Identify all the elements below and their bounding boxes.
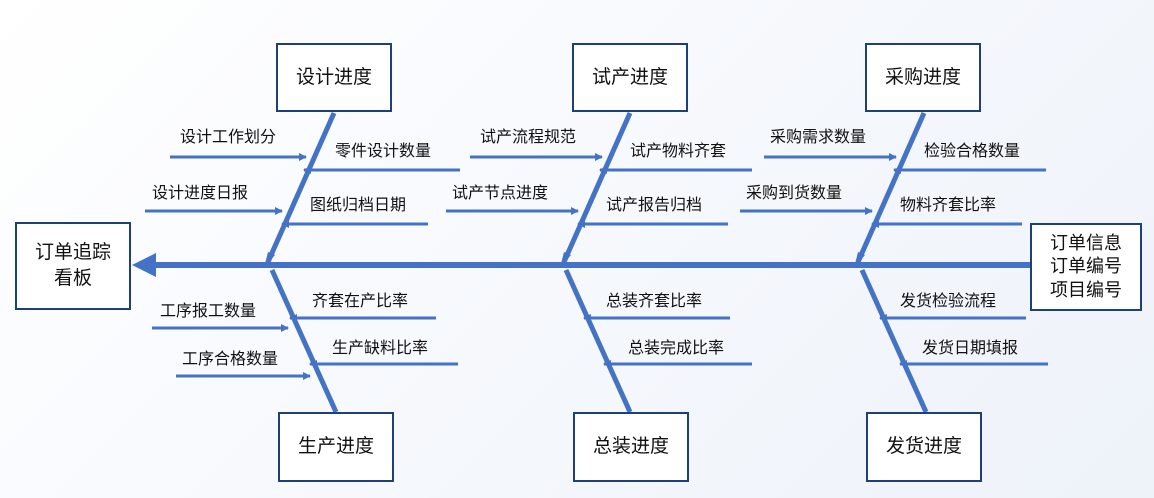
cause-label: 齐套在产比率 [312, 291, 409, 310]
category-shipping: 发货进度 [866, 412, 982, 482]
cause-label: 零件设计数量 [335, 141, 432, 160]
bone-trial [561, 111, 633, 264]
tail-line-3: 项目编号 [1050, 279, 1122, 301]
cause-label: 采购需求数量 [770, 127, 867, 146]
cause-label: 试产报告归档 [606, 195, 703, 214]
cause-label: 图纸归档日期 [310, 195, 407, 214]
cause-label: 采购到货数量 [746, 183, 843, 202]
category-trial: 试产进度 [572, 43, 688, 112]
cause-label: 工序报工数量 [160, 301, 257, 320]
cause-label: 物料齐套比率 [900, 195, 997, 214]
bone-purchase [855, 111, 927, 264]
head-box: 订单追踪 看板 [15, 222, 131, 310]
spine-arrowhead [132, 253, 156, 277]
cause-label: 设计工作划分 [180, 127, 277, 146]
cause-label: 工序合格数量 [182, 349, 279, 368]
cause-label: 生产缺料比率 [332, 338, 429, 357]
bone-design [265, 111, 337, 264]
cause-label: 试产流程规范 [480, 127, 577, 146]
category-assembly: 总装进度 [573, 412, 689, 482]
tail-line-1: 订单信息 [1050, 232, 1122, 254]
cause-label: 总装完成比率 [628, 338, 725, 357]
head-line-2: 看板 [53, 267, 92, 289]
cause-label: 总装齐套比率 [606, 291, 703, 310]
category-production: 生产进度 [278, 412, 394, 482]
bone-shipping [859, 268, 929, 414]
cause-label: 试产物料齐套 [630, 141, 727, 160]
category-purchase: 采购进度 [865, 43, 981, 112]
bone-assembly [563, 268, 633, 414]
bone-production [269, 268, 339, 414]
cause-label: 发货检验流程 [900, 291, 997, 310]
head-line-1: 订单追踪 [34, 241, 111, 264]
category-design: 设计进度 [276, 43, 392, 112]
cause-label: 检验合格数量 [924, 141, 1021, 160]
cause-label: 发货日期填报 [922, 338, 1019, 357]
tail-box: 订单信息 订单编号 项目编号 [1030, 223, 1142, 311]
cause-label: 试产节点进度 [452, 183, 549, 202]
cause-label: 设计进度日报 [152, 183, 249, 202]
tail-line-2: 订单编号 [1050, 256, 1122, 278]
